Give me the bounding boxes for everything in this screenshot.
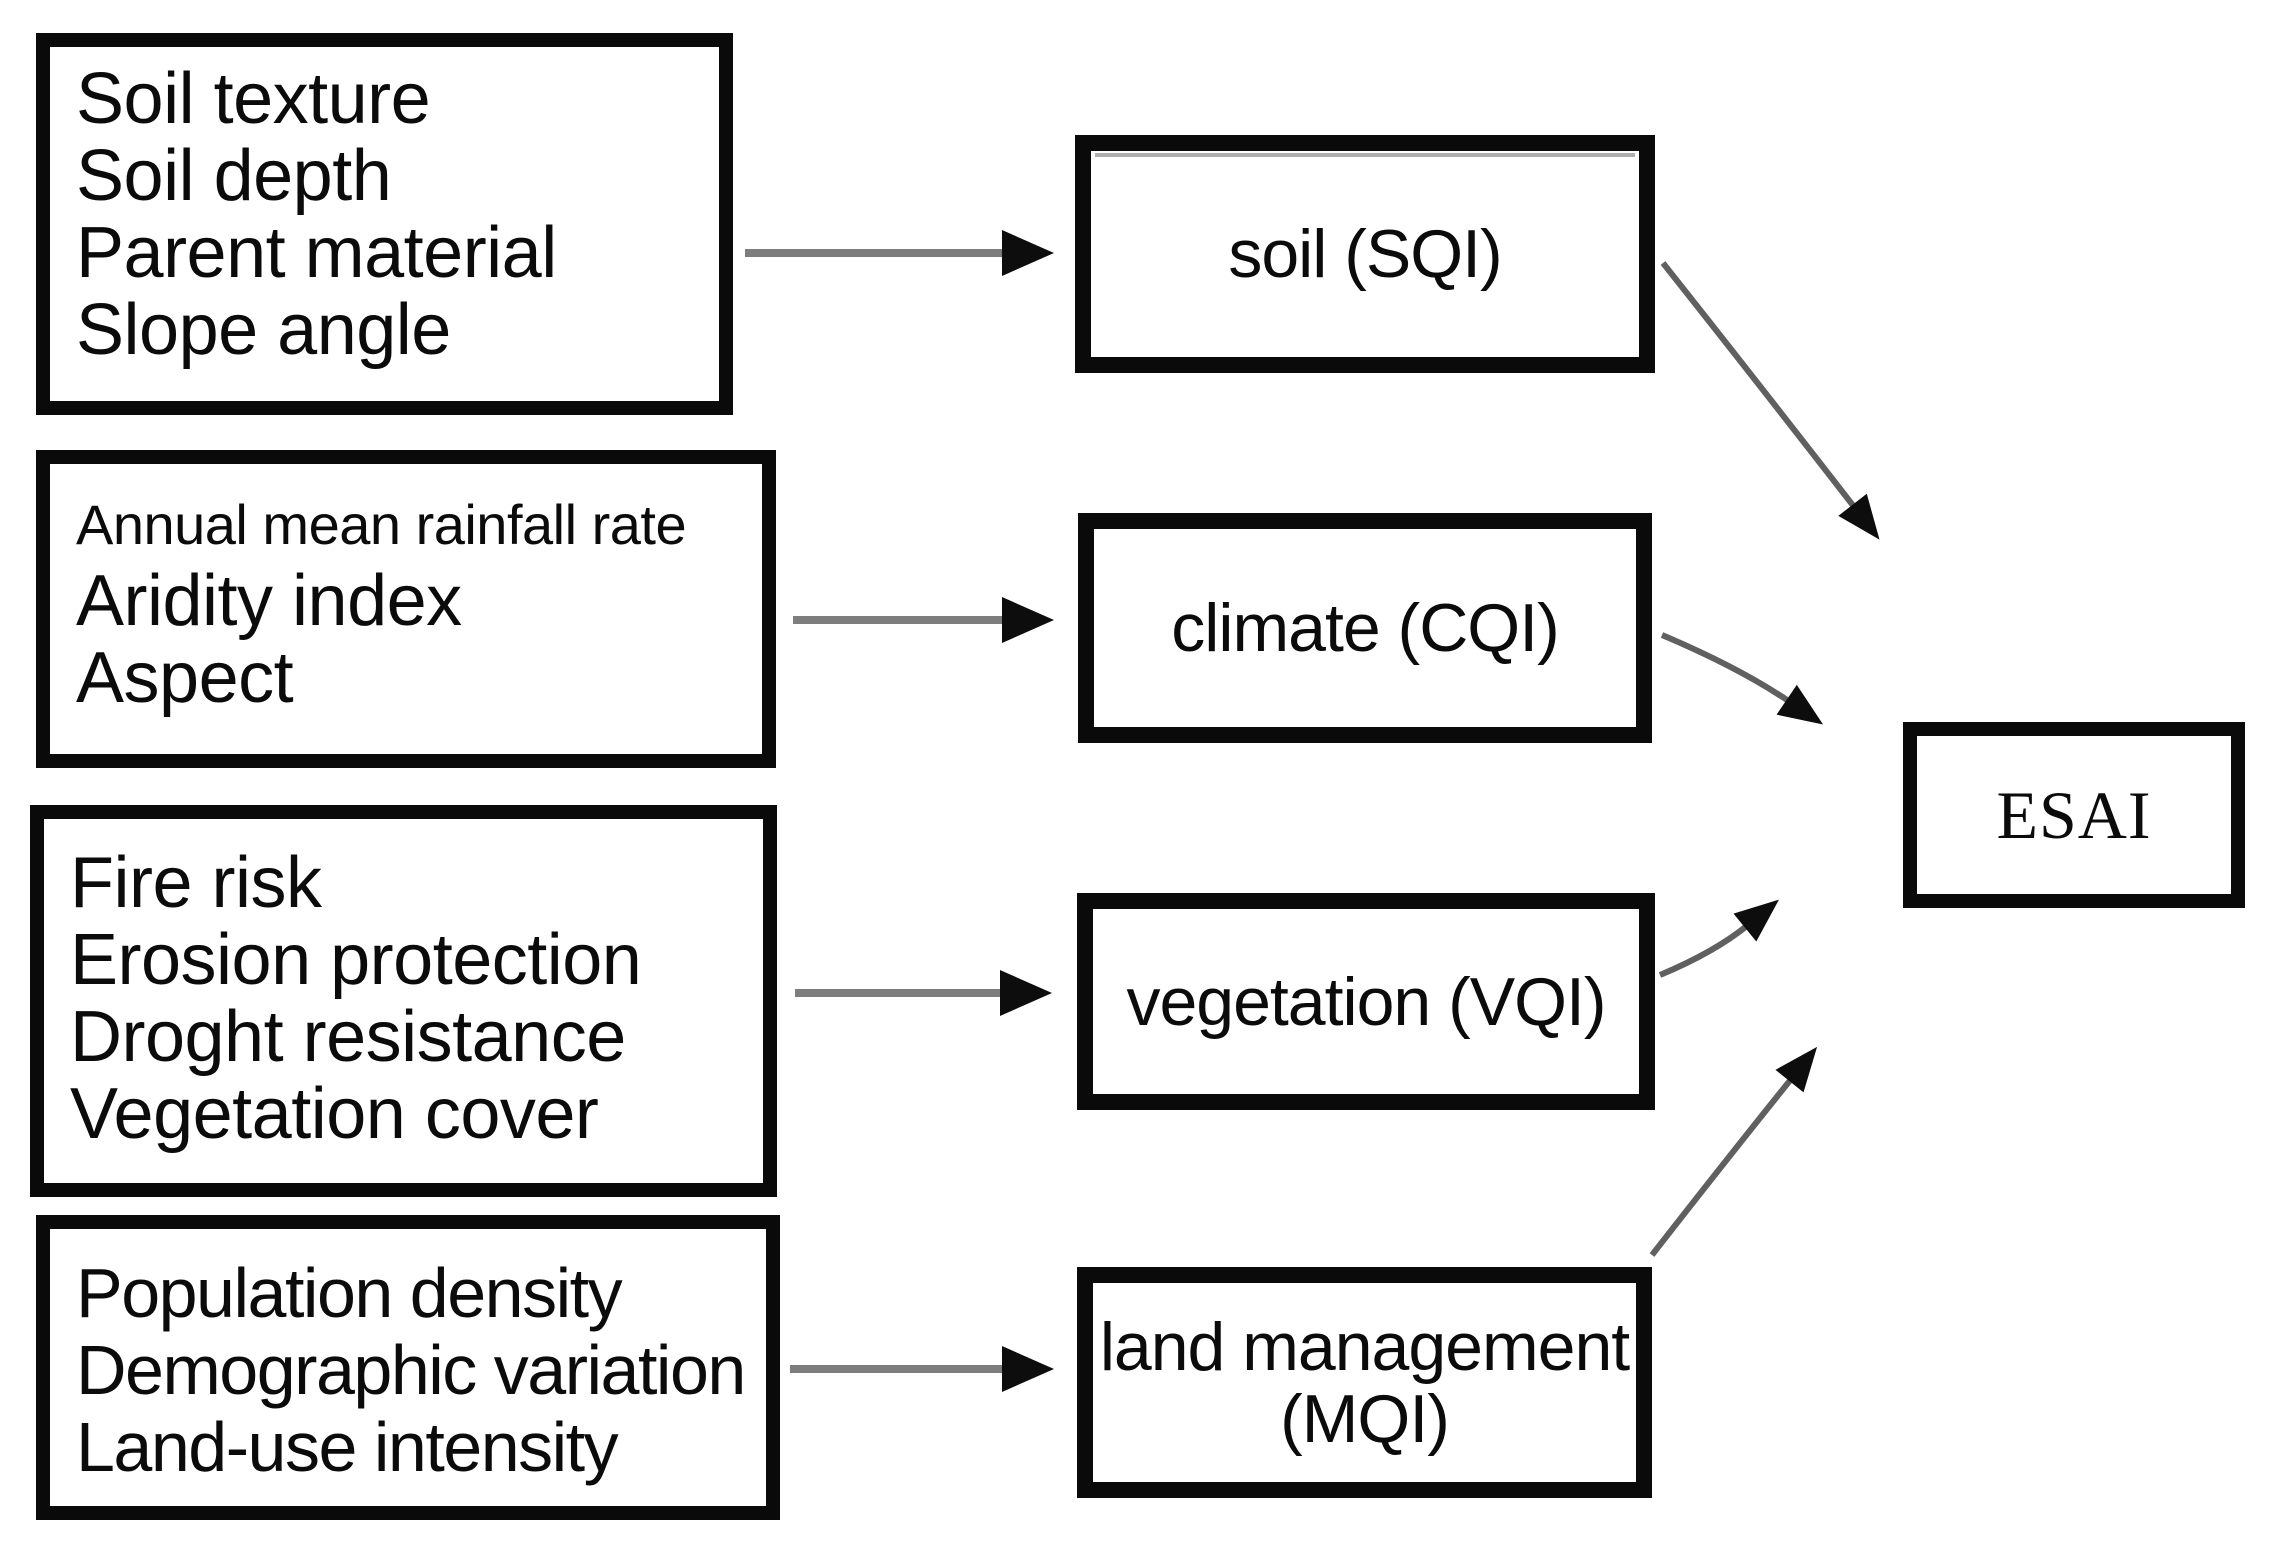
vegetation-factors-box: Fire risk Erosion protection Droght resi… <box>30 805 777 1197</box>
arrow-mqi-to-esai <box>1649 1046 1818 1257</box>
sqi-box: soil (SQI) <box>1075 135 1655 373</box>
factor-item: Population density <box>76 1254 623 1332</box>
esai-box: ESAI <box>1903 722 2245 908</box>
factor-item: Annual mean rainfall rate <box>76 493 687 556</box>
climate-factors-box: Annual mean rainfall rate Aridity index … <box>36 450 776 768</box>
vqi-label: vegetation (VQI) <box>1126 963 1606 1040</box>
factor-item: Aridity index <box>76 561 462 641</box>
factor-item: Erosion protection <box>70 920 642 1000</box>
arrow-sqi-to-esai <box>1660 261 1880 540</box>
arrow-cqi-to-esai <box>1660 632 1824 725</box>
factor-item: Soil depth <box>76 136 392 216</box>
factor-item: Land-use intensity <box>76 1408 619 1486</box>
mqi-box: land management (MQI) <box>1077 1267 1652 1498</box>
factor-item: Demographic variation <box>76 1331 746 1409</box>
soil-factors-box: Soil texture Soil depth Parent material … <box>36 33 733 415</box>
factor-item: Parent material <box>76 213 557 293</box>
factor-item: Droght resistance <box>70 997 626 1077</box>
scan-artifact-line <box>1095 153 1635 157</box>
factor-item: Fire risk <box>70 843 322 923</box>
factor-item: Aspect <box>76 638 294 718</box>
mqi-label-line2: (MQI) <box>1280 1380 1450 1457</box>
management-factors-box: Population density Demographic variation… <box>36 1215 780 1520</box>
factor-item: Soil texture <box>76 59 431 139</box>
arrow-vqi-to-esai <box>1658 899 1779 978</box>
cqi-box: climate (CQI) <box>1078 513 1652 743</box>
sqi-label: soil (SQI) <box>1228 216 1502 292</box>
vqi-box: vegetation (VQI) <box>1077 893 1655 1110</box>
cqi-label: climate (CQI) <box>1171 590 1559 666</box>
mqi-label-line1: land management <box>1099 1308 1630 1385</box>
factor-item: Vegetation cover <box>70 1074 599 1154</box>
factor-item: Slope angle <box>76 290 451 370</box>
esai-label: ESAI <box>1996 776 2152 853</box>
